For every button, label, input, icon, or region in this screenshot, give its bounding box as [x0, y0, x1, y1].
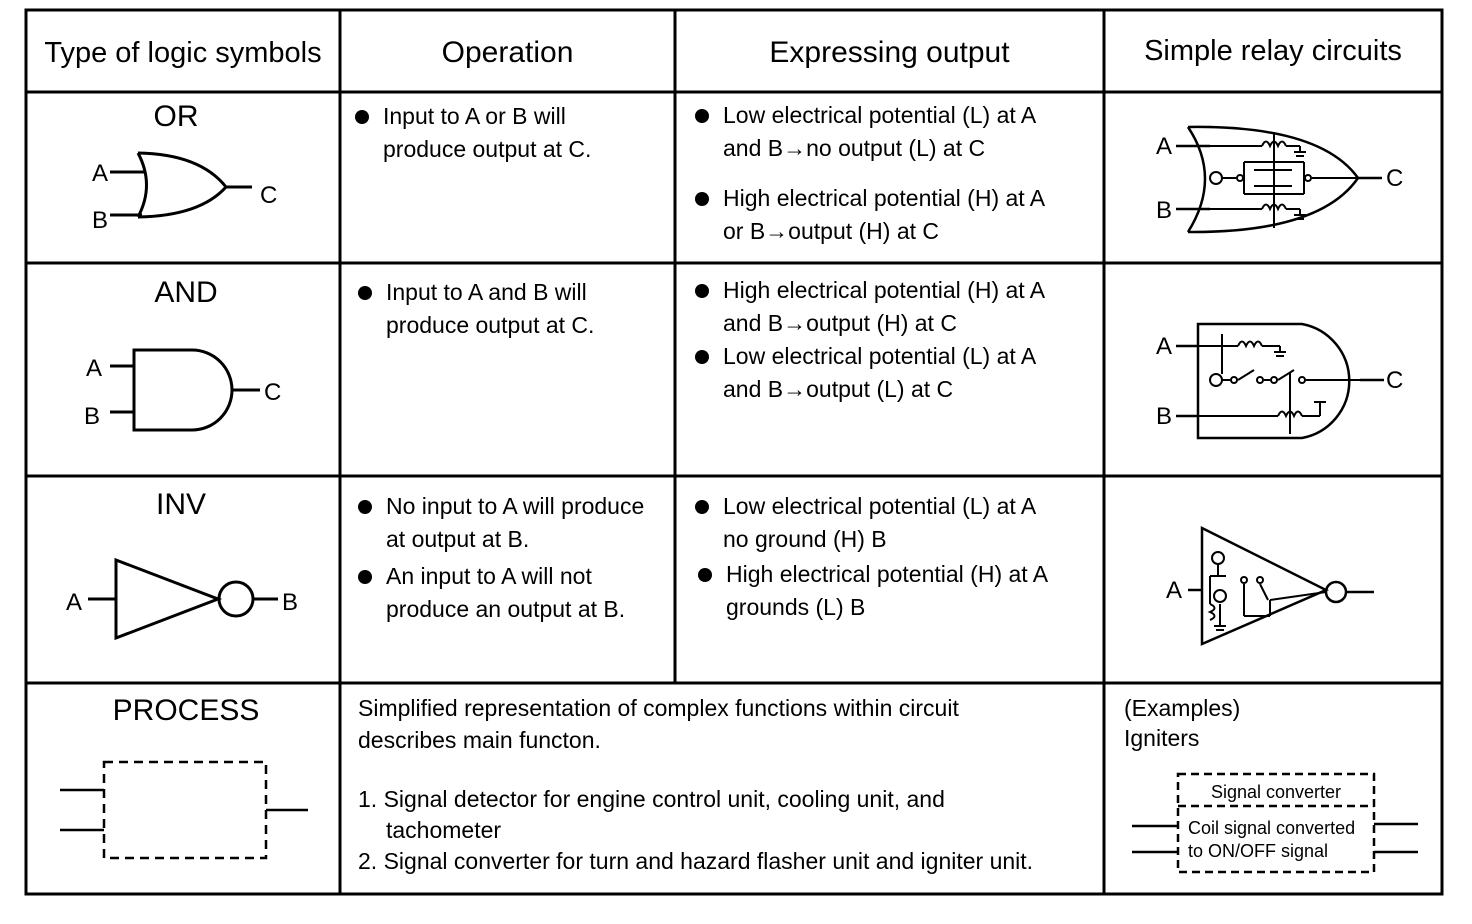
header-type: Type of logic symbols [44, 37, 322, 69]
examples-label: (Examples) [1124, 695, 1241, 721]
or-relay-circuit: A B C [1156, 125, 1403, 234]
example-box-line-1: Coil signal converted [1188, 818, 1355, 838]
header-output: Expressing output [769, 36, 1010, 69]
and-name: AND [154, 276, 218, 309]
process-description-line-1: Simplified representation of complex fun… [358, 695, 959, 721]
or-pin-c: C [260, 182, 277, 209]
igniter-example-diagram: Signal converter Coil signal converted t… [1132, 772, 1418, 874]
or-name: OR [153, 100, 199, 133]
process-name: PROCESS [112, 694, 260, 727]
or-relay-pin-c: C [1386, 165, 1403, 192]
inv-relay-circuit: A [1166, 525, 1374, 646]
and-gate-symbol: A B C [84, 348, 281, 432]
bullet-icon [695, 500, 709, 514]
or-pin-b: B [92, 207, 108, 234]
and-relay-circuit: A B C [1156, 322, 1403, 440]
process-item-2: 2. Signal converter for turn and hazard … [358, 848, 1034, 874]
inv-relay-pin-a: A [1166, 577, 1182, 604]
and-pin-c: C [264, 379, 281, 406]
process-symbol [60, 760, 308, 860]
inv-pin-b: B [282, 589, 298, 616]
or-relay-pin-b: B [1156, 197, 1172, 224]
bullet-icon [358, 500, 372, 514]
bullet-icon [358, 286, 372, 300]
inv-pin-a: A [66, 589, 82, 616]
bullet-icon [695, 192, 709, 206]
and-pin-b: B [84, 403, 100, 430]
and-relay-pin-c: C [1386, 367, 1403, 394]
and-relay-pin-a: A [1156, 333, 1172, 360]
inv-name: INV [155, 488, 206, 521]
and-relay-pin-b: B [1156, 403, 1172, 430]
process-description-line-2: describes main functon. [358, 727, 601, 753]
examples-name: Igniters [1124, 725, 1200, 751]
bullet-icon [695, 350, 709, 364]
example-box-line-2: to ON/OFF signal [1188, 841, 1328, 861]
header-relay: Simple relay circuits [1144, 35, 1402, 67]
bullet-icon [355, 110, 369, 124]
bullet-icon [358, 570, 372, 584]
or-gate-symbol: A B C [92, 151, 277, 234]
bullet-icon [698, 568, 712, 582]
and-pin-a: A [86, 355, 102, 382]
process-item-1: 1. Signal detector for engine control un… [358, 786, 945, 812]
bullet-icon [695, 284, 709, 298]
inv-gate-symbol: A B [66, 557, 298, 641]
example-box-title: Signal converter [1211, 782, 1341, 802]
process-item-1-cont: tachometer [386, 817, 502, 843]
or-relay-pin-a: A [1156, 133, 1172, 160]
header-operation: Operation [441, 36, 574, 69]
bullet-icon [695, 109, 709, 123]
or-pin-a: A [92, 160, 108, 187]
